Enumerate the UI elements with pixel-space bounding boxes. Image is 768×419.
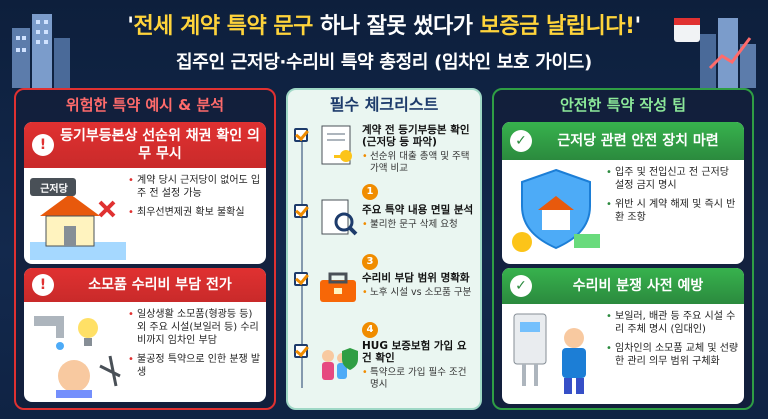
safe-heading: 안전한 특약 작성 팁 xyxy=(559,96,687,114)
warning-icon: ! xyxy=(32,134,54,156)
check-icon: ✓ xyxy=(510,275,532,297)
bullet-list: 계약 당시 근저당이 없어도 입주 전 설정 가능 최우선변제권 확보 불확실 xyxy=(128,174,262,225)
house-mortgage-illustration: 근저당 xyxy=(30,172,126,260)
title-middle: 하나 잘못 썼다가 xyxy=(312,14,480,39)
card-title: 근저당 관련 안전 장치 마련 xyxy=(557,133,719,149)
bullet-list: 보일러, 배관 등 주요 시설 수리 주체 명시 (임대인) 임차인의 소모품 … xyxy=(606,310,740,374)
checklist-heading: 필수 체크리스트 xyxy=(329,95,439,114)
checkbox-icon xyxy=(294,272,308,286)
danger-card-repair: ! 소모품 수리비 부담 전가 일상생활 소모품(형광등 등) 외 주요 시설(… xyxy=(24,268,266,402)
checklist-column: 필수 체크리스트 계약 전 등기부등본 확인 (근저당 등 파악) 선순위 대출… xyxy=(286,88,482,410)
title-highlight-1: 전세 계약 특약 문구 xyxy=(133,14,313,39)
step-detail: 불리한 문구 삭제 요청 xyxy=(362,219,474,231)
step-number: 1 xyxy=(362,184,378,200)
checkbox-icon xyxy=(294,204,308,218)
danger-heading: 위험한 특약 예시 & 분석 xyxy=(65,96,225,114)
shield-house-illustration xyxy=(508,164,604,252)
danger-card-mortgage: ! 등기부등본상 선순위 채권 확인 의무 무시 근저당 계약 당시 근저당이 … xyxy=(24,122,266,264)
city-skyline-illustration xyxy=(8,8,88,92)
step-detail: 특약으로 가입 필수 조건 명시 xyxy=(362,367,474,391)
header: '전세 계약 특약 문구 하나 잘못 썼다가 보증금 날립니다!' 집주인 근저… xyxy=(0,6,768,74)
step-detail: 선순위 대출 총액 및 주택가액 비교 xyxy=(362,151,474,175)
list-item: 임차인의 소모품 교체 및 선량한 관리 의무 범위 구체화 xyxy=(606,342,740,368)
mortgage-label: 근저당 xyxy=(40,184,68,195)
step-title: HUG 보증보험 가입 요건 확인 xyxy=(362,340,467,364)
title-highlight-2: 보증금 날립니다! xyxy=(479,14,635,39)
boiler-repair-illustration xyxy=(508,308,604,396)
checkbox-icon xyxy=(294,344,308,358)
step-title: 수리비 부담 범위 명확화 xyxy=(362,272,470,284)
warning-icon: ! xyxy=(32,274,54,296)
toolbox-icon xyxy=(316,264,360,308)
family-shield-icon xyxy=(316,342,360,386)
danger-column: 위험한 특약 예시 & 분석 ! 등기부등본상 선순위 채권 확인 의무 무시 … xyxy=(14,88,276,410)
checkbox-icon xyxy=(294,128,308,142)
broken-faucet-illustration xyxy=(30,306,126,398)
list-item: 계약 당시 근저당이 없어도 입주 전 설정 가능 xyxy=(128,174,262,200)
list-item: 보일러, 배관 등 주요 시설 수리 주체 명시 (임대인) xyxy=(606,310,740,336)
check-icon: ✓ xyxy=(510,130,532,152)
magnifier-document-icon xyxy=(316,196,360,240)
step-detail: 노후 시설 vs 소모품 구분 xyxy=(362,287,474,299)
safe-card-repair: ✓ 수리비 분쟁 사전 예방 보일러, 배관 등 주요 시설 수리 주체 명시 … xyxy=(502,268,744,404)
checklist-connector xyxy=(301,138,303,388)
page-title: '전세 계약 특약 문구 하나 잘못 썼다가 보증금 날립니다!' xyxy=(127,14,641,39)
safe-column: 안전한 특약 작성 팁 ✓ 근저당 관련 안전 장치 마련 입주 및 전입신고 … xyxy=(492,88,754,410)
safe-card-mortgage: ✓ 근저당 관련 안전 장치 마련 입주 및 전입신고 전 근저당 설정 금지 … xyxy=(502,122,744,264)
bullet-list: 일상생활 소모품(형광등 등) 외 주요 시설(보일러 등) 수리비까지 임차인… xyxy=(128,308,262,385)
city-chart-illustration xyxy=(670,8,760,92)
list-item: 위반 시 계약 해제 및 즉시 반환 조항 xyxy=(606,198,740,224)
step-number: 4 xyxy=(362,322,378,338)
page-subtitle: 집주인 근저당·수리비 특약 총정리 (임차인 보호 가이드) xyxy=(176,52,592,73)
list-item: 최우선변제권 확보 불확실 xyxy=(128,206,262,219)
list-item: 입주 및 전입신고 전 근저당 설정 금지 명시 xyxy=(606,166,740,192)
card-title: 소모품 수리비 부담 전가 xyxy=(88,277,232,293)
list-item: 일상생활 소모품(형광등 등) 외 주요 시설(보일러 등) 수리비까지 임차인… xyxy=(128,308,262,347)
step-title: 주요 특약 내용 면밀 분석 xyxy=(362,204,474,216)
document-key-icon xyxy=(316,124,360,168)
step-number: 3 xyxy=(362,254,378,270)
card-title: 수리비 분쟁 사전 예방 xyxy=(572,278,704,294)
card-title: 등기부등본상 선순위 채권 확인 의무 무시 xyxy=(60,128,260,162)
list-item: 불공정 특약으로 인한 분쟁 발생 xyxy=(128,353,262,379)
bullet-list: 입주 및 전입신고 전 근저당 설정 금지 명시 위반 시 계약 해제 및 즉시… xyxy=(606,166,740,230)
step-title: 계약 전 등기부등본 확인 (근저당 등 파악) xyxy=(362,124,470,148)
